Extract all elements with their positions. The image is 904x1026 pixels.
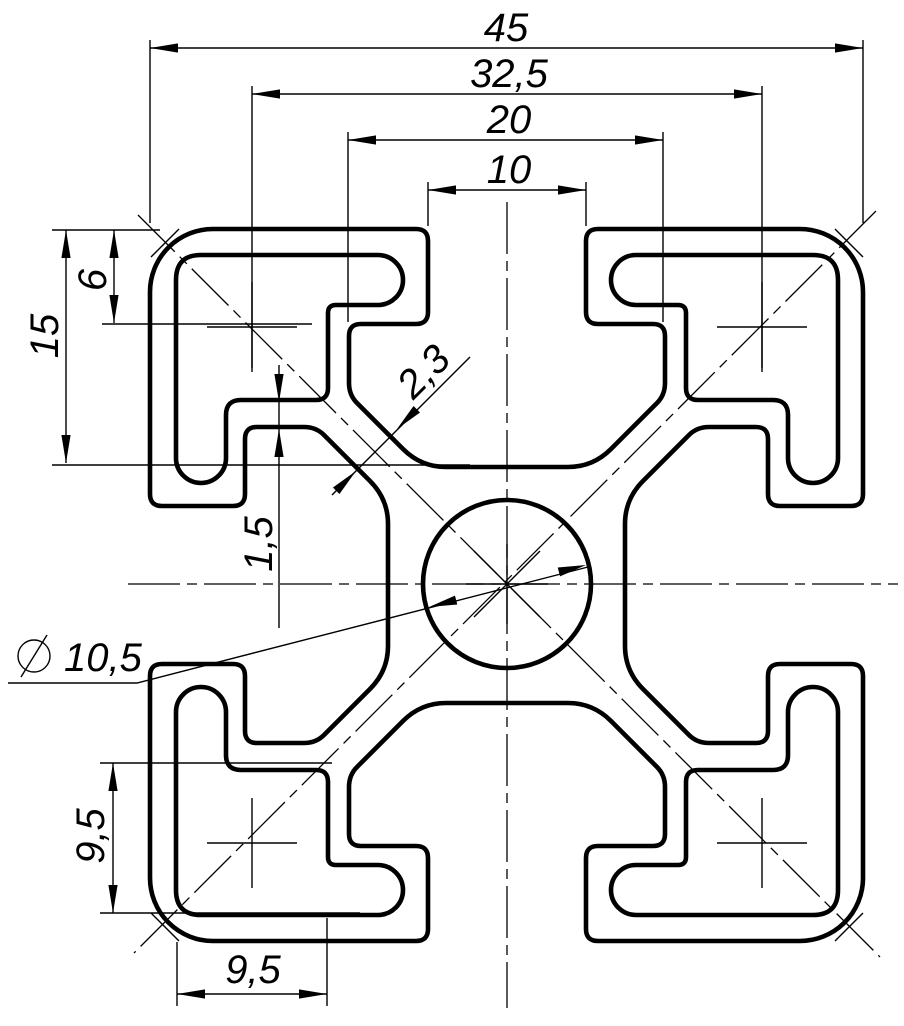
corner-chamber-bottom-left [173, 684, 406, 918]
dim-slot-opening: 10 [428, 148, 586, 195]
dim-label-9-5-horiz: 9,5 [225, 948, 281, 992]
dim-label-15: 15 [23, 313, 67, 358]
dim-label-2-3: 2,3 [388, 337, 459, 408]
dim-label-32-5: 32,5 [470, 52, 549, 96]
dim-label-1-5: 1,5 [237, 515, 281, 571]
dim-wall-1-5: 1,5 [237, 365, 284, 628]
dim-label-10-5: 10,5 [64, 636, 143, 680]
dim-label-20: 20 [486, 98, 532, 142]
corner-tick-tr [834, 228, 864, 258]
diameter-symbol-icon [17, 634, 51, 678]
dim-label-10: 10 [487, 148, 532, 192]
centerlines [128, 202, 898, 1008]
dim-wall-2-3: 2,3 [331, 337, 471, 496]
dim-label-45: 45 [484, 6, 529, 50]
center-bore-circle [420, 497, 594, 671]
corner-tick-bl [150, 912, 180, 942]
dim-slot-inner-width: 20 [348, 98, 663, 145]
dim-total-width: 45 [150, 6, 863, 53]
dim-cavity-depth: 15 [23, 230, 71, 463]
dim-chamber-height: 9,5 [69, 763, 118, 913]
corner-chamber-top-right [608, 252, 841, 486]
bore-center-x2 [473, 550, 541, 618]
dim-center-bore: 10,5 [8, 560, 589, 684]
corner-chamber-bottom-right [608, 684, 841, 918]
corner-chamber-top-left [173, 252, 406, 486]
outer-contour [147, 226, 866, 944]
dim-lip-depth: 6 [71, 230, 119, 323]
dim-slot-spacing: 32,5 [252, 52, 762, 99]
dim-chamber-width: 9,5 [177, 948, 327, 999]
dim-label-6: 6 [71, 268, 115, 291]
extension-lines [52, 40, 864, 1006]
corner-tick-tl [150, 228, 180, 258]
corner-tick-br [834, 912, 864, 942]
dim-label-9-5-vert: 9,5 [69, 807, 113, 863]
